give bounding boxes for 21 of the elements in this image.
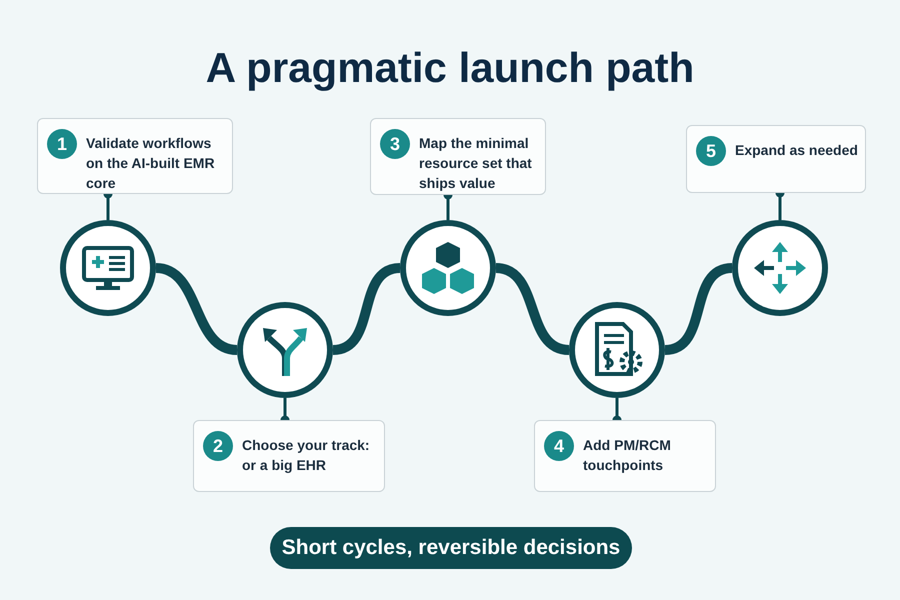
path-connector [332,263,401,355]
step-card [534,420,716,492]
number-badge: 4 [544,431,574,461]
title: A pragmatic launch path [204,43,696,93]
step-card [370,118,546,195]
step-card [37,118,233,194]
summary-pill: Short cycles, reversible decisions [270,527,632,569]
step-text: Add PM/RCM touchpoints [583,436,672,475]
step-text: Validate workflows on the AI-built EMR core [86,134,216,193]
number-badge: 1 [47,129,77,159]
path-connector [664,263,733,355]
step-card [193,420,385,492]
step-text: Expand as needed [735,141,859,160]
step-card [686,125,866,193]
number-badge: 3 [380,129,410,159]
number-badge: 5 [696,136,726,166]
path-connector [495,263,570,355]
step-text: Choose your track: or a big EHR [242,436,371,475]
path-connector [155,263,238,355]
step-text: Map the minimal resource set that ships value [419,134,533,193]
number-badge: 2 [203,431,233,461]
